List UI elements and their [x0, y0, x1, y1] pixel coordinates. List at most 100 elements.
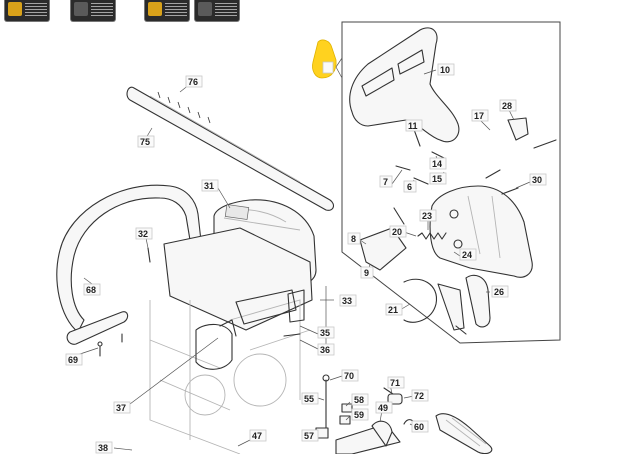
callout-69[interactable]: 69: [65, 353, 83, 366]
svg-text:21: 21: [388, 305, 398, 315]
engine-housing: [149, 227, 313, 454]
callout-17[interactable]: 17: [471, 109, 489, 122]
callout-15[interactable]: 15: [429, 172, 447, 185]
svg-text:75: 75: [140, 137, 150, 147]
svg-text:20: 20: [392, 227, 402, 237]
left-small-parts: [97, 247, 305, 357]
brake-band[interactable]: [403, 278, 437, 323]
svg-text:47: 47: [252, 431, 262, 441]
svg-text:69: 69: [68, 355, 78, 365]
svg-text:36: 36: [320, 345, 330, 355]
svg-text:37: 37: [116, 403, 126, 413]
callout-70[interactable]: 70: [341, 369, 359, 382]
callout-37[interactable]: 37: [113, 401, 131, 414]
thumbnail-text: [25, 3, 47, 17]
callout-72[interactable]: 72: [411, 389, 429, 402]
callout-49[interactable]: 49: [375, 401, 393, 414]
svg-text:26: 26: [494, 287, 504, 297]
callout-38[interactable]: 38: [95, 441, 113, 454]
callout-labels: 76 75 31 32 68 69 33 35 36 37 38 47 70 5…: [65, 61, 547, 454]
svg-text:70: 70: [344, 371, 354, 381]
svg-text:8: 8: [351, 234, 356, 244]
svg-text:71: 71: [390, 378, 400, 388]
thumbnail-badge: [74, 2, 88, 16]
callout-28[interactable]: 28: [499, 99, 517, 112]
callout-57[interactable]: 57: [301, 429, 319, 442]
callout-26[interactable]: 26: [491, 285, 509, 298]
bracket[interactable]: [507, 117, 529, 141]
svg-text:9: 9: [364, 268, 369, 278]
callout-10[interactable]: 10: [437, 63, 455, 76]
callout-68[interactable]: 68: [83, 283, 101, 296]
thumbnail-badge: [148, 2, 162, 16]
detail-frame: [341, 21, 561, 344]
callout-76[interactable]: 76: [185, 75, 203, 88]
svg-text:28: 28: [502, 101, 512, 111]
callout-32[interactable]: 32: [135, 227, 153, 240]
callout-75[interactable]: 75: [137, 135, 155, 148]
parts-thumbnail-1[interactable]: [4, 0, 50, 22]
handle-guard[interactable]: [66, 311, 129, 345]
svg-text:76: 76: [188, 77, 198, 87]
callout-47[interactable]: 47: [249, 429, 267, 442]
svg-text:10: 10: [440, 65, 450, 75]
svg-text:57: 57: [304, 431, 314, 441]
svg-text:68: 68: [86, 285, 96, 295]
callout-21[interactable]: 21: [385, 303, 403, 316]
callout-60[interactable]: 60: [411, 420, 429, 433]
svg-text:31: 31: [204, 181, 214, 191]
callout-6[interactable]: 6: [403, 180, 417, 193]
svg-text:17: 17: [474, 111, 484, 121]
callout-9[interactable]: 9: [360, 266, 374, 279]
callout-71[interactable]: 71: [387, 376, 405, 389]
callout-35[interactable]: 35: [317, 326, 335, 339]
thumbnail-text: [91, 3, 113, 17]
spring[interactable]: [417, 232, 447, 240]
guide-bar[interactable]: [126, 86, 335, 211]
brake-plate[interactable]: [359, 227, 407, 271]
callout-58[interactable]: 58: [351, 393, 369, 406]
svg-text:11: 11: [408, 121, 418, 131]
brake-lever[interactable]: [465, 274, 491, 328]
callout-1[interactable]: [322, 61, 334, 74]
callout-20[interactable]: 20: [389, 225, 407, 238]
thumbnail-badge: [8, 2, 22, 16]
callout-8[interactable]: 8: [347, 232, 361, 245]
parts-thumbnail-2[interactable]: [70, 0, 116, 22]
svg-text:59: 59: [354, 410, 364, 420]
svg-text:6: 6: [407, 182, 412, 192]
callout-14[interactable]: 14: [429, 157, 447, 170]
thumbnail-badge: [198, 2, 212, 16]
svg-text:49: 49: [378, 403, 388, 413]
callout-31[interactable]: 31: [201, 179, 219, 192]
svg-text:15: 15: [432, 174, 442, 184]
callout-59[interactable]: 59: [351, 408, 369, 421]
svg-text:24: 24: [462, 250, 472, 260]
callout-36[interactable]: 36: [317, 343, 335, 356]
svg-text:58: 58: [354, 395, 364, 405]
svg-text:55: 55: [304, 394, 314, 404]
svg-text:7: 7: [383, 177, 388, 187]
callout-24[interactable]: 24: [459, 248, 477, 261]
callout-30[interactable]: 30: [529, 173, 547, 186]
svg-text:60: 60: [414, 422, 424, 432]
svg-text:30: 30: [532, 175, 542, 185]
svg-text:72: 72: [414, 391, 424, 401]
svg-text:38: 38: [98, 443, 108, 453]
clutch-cover[interactable]: [429, 185, 533, 278]
svg-text:32: 32: [138, 229, 148, 239]
callout-7[interactable]: 7: [379, 175, 393, 188]
callout-23[interactable]: 23: [419, 209, 437, 222]
sprocket-cover[interactable]: [349, 27, 460, 143]
callout-11[interactable]: 11: [405, 119, 423, 132]
thumbnail-text: [165, 3, 187, 17]
callout-55[interactable]: 55: [301, 392, 319, 405]
thumbnail-text: [215, 3, 237, 17]
svg-text:14: 14: [432, 159, 442, 169]
svg-text:33: 33: [342, 296, 352, 306]
callout-33[interactable]: 33: [339, 294, 357, 307]
parts-thumbnail-4[interactable]: [194, 0, 240, 22]
parts-thumbnail-3[interactable]: [144, 0, 190, 22]
svg-text:35: 35: [320, 328, 330, 338]
